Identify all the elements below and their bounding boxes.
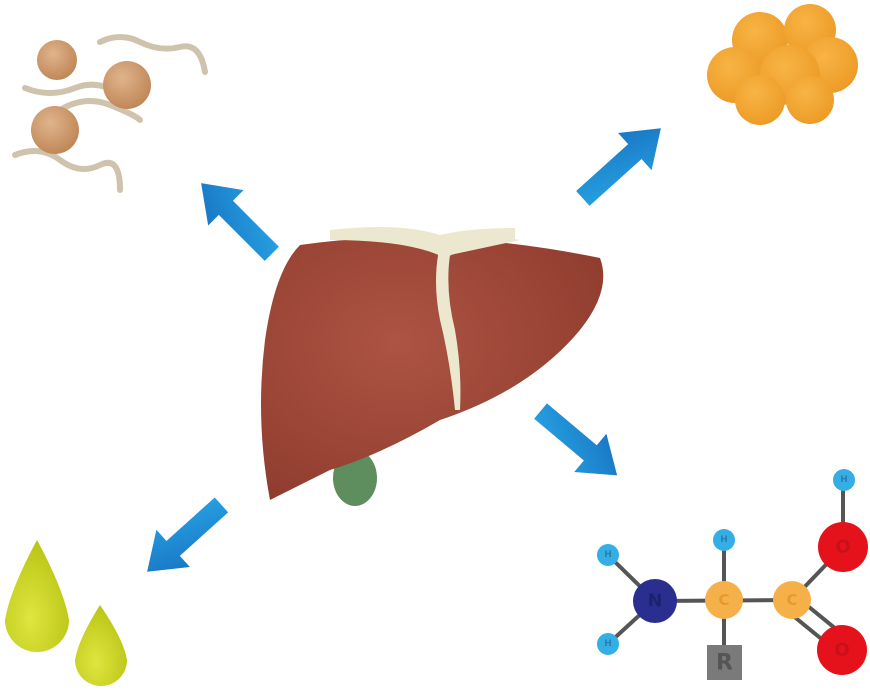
liver-icon — [261, 226, 604, 506]
oxygen-atom: O — [817, 625, 867, 675]
hydrogen-atom: H — [833, 469, 855, 491]
svg-text:R: R — [716, 651, 733, 676]
carbon-atom: C — [773, 581, 811, 619]
hydrogen-atom: H — [597, 633, 619, 655]
carbon-atom: C — [705, 581, 743, 619]
arrow-top-left-icon — [201, 183, 279, 261]
oxygen-atom: O — [818, 522, 868, 572]
svg-text:H: H — [604, 550, 612, 560]
amino-acid-molecule: H H H H N C C O O R — [597, 469, 868, 680]
svg-text:H: H — [604, 639, 612, 649]
bile-drops-icon — [5, 540, 127, 686]
svg-text:N: N — [647, 591, 662, 612]
svg-text:O: O — [834, 640, 849, 661]
arrow-bottom-left-icon — [147, 497, 229, 572]
arrow-bottom-right-icon — [534, 403, 618, 476]
nitrogen-atom: N — [633, 579, 677, 623]
svg-text:H: H — [720, 535, 728, 545]
svg-text:H: H — [840, 475, 848, 485]
arrow-top-right-icon — [576, 128, 661, 206]
svg-text:O: O — [835, 537, 850, 558]
hydrogen-atom: H — [713, 529, 735, 551]
svg-text:C: C — [718, 591, 729, 609]
glycogen-icon — [12, 34, 208, 193]
hydrogen-atom: H — [597, 544, 619, 566]
fat-cells-icon — [707, 4, 858, 125]
svg-text:C: C — [786, 591, 797, 609]
r-group: R — [707, 645, 742, 680]
